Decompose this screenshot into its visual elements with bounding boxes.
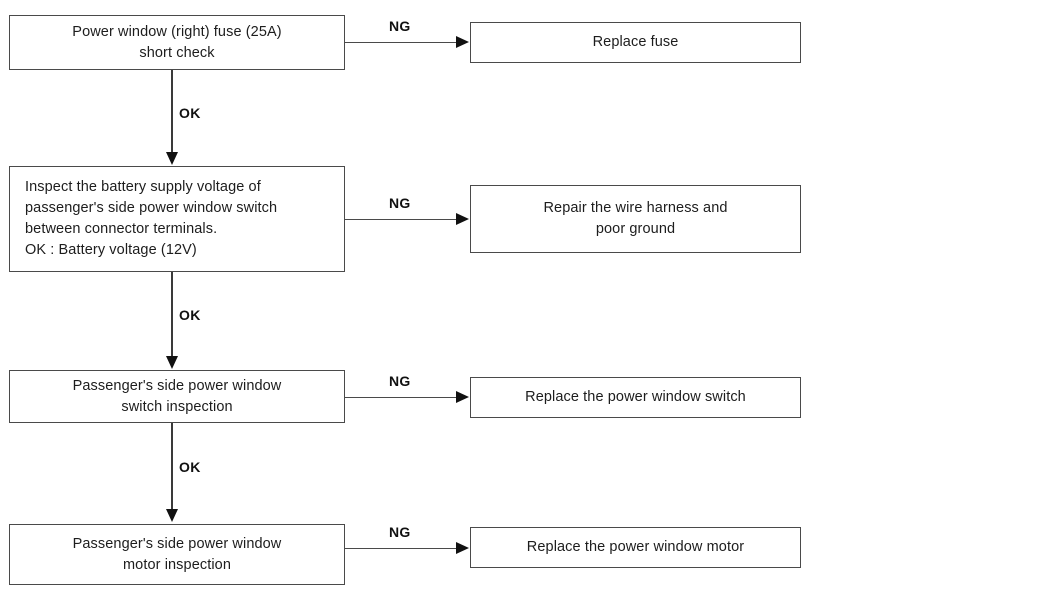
- flowchart-node-step-1[interactable]: Power window (right) fuse (25A) short ch…: [9, 15, 345, 70]
- arrowhead-ok-3-icon: [166, 509, 178, 522]
- node-label: Replace the power window motor: [526, 539, 745, 555]
- arrowhead-ok-1-icon: [166, 152, 178, 165]
- node-label: Inspect the battery supply voltage of pa…: [25, 179, 278, 258]
- connector-ng-2: [345, 219, 457, 220]
- flowchart-node-outcome-3[interactable]: Replace the power window switch: [470, 377, 801, 418]
- edge-label-ok-2: OK: [179, 307, 201, 323]
- arrowhead-ok-2-icon: [166, 356, 178, 369]
- arrowhead-ng-1-icon: [456, 36, 469, 48]
- edge-label-ng-3: NG: [389, 373, 411, 389]
- edge-label-ng-2: NG: [389, 195, 411, 211]
- arrowhead-ng-2-icon: [456, 213, 469, 225]
- node-label: Power window (right) fuse (25A) short ch…: [72, 23, 282, 61]
- flowchart-node-outcome-2[interactable]: Repair the wire harness and poor ground: [470, 185, 801, 253]
- connector-ok-1: [171, 70, 173, 154]
- flowchart-node-step-2[interactable]: Inspect the battery supply voltage of pa…: [9, 166, 345, 272]
- arrowhead-ng-3-icon: [456, 391, 469, 403]
- connector-ng-1: [345, 42, 457, 43]
- edge-label-ng-1: NG: [389, 18, 411, 34]
- flowchart-node-step-4[interactable]: Passenger's side power window motor insp…: [9, 524, 345, 585]
- node-label: Passenger's side power window switch ins…: [72, 377, 282, 415]
- node-label: Repair the wire harness and poor ground: [543, 200, 728, 237]
- connector-ng-3: [345, 397, 457, 398]
- connector-ok-3: [171, 423, 173, 511]
- node-label: Replace the power window switch: [525, 389, 746, 405]
- connector-ok-2: [171, 272, 173, 358]
- node-label: Replace fuse: [592, 34, 679, 50]
- connector-ng-4: [345, 548, 457, 549]
- edge-label-ok-3: OK: [179, 459, 201, 475]
- arrowhead-ng-4-icon: [456, 542, 469, 554]
- edge-label-ok-1: OK: [179, 105, 201, 121]
- flowchart-node-step-3[interactable]: Passenger's side power window switch ins…: [9, 370, 345, 423]
- flowchart-node-outcome-1[interactable]: Replace fuse: [470, 22, 801, 63]
- edge-label-ng-4: NG: [389, 524, 411, 540]
- node-label: Passenger's side power window motor insp…: [72, 535, 282, 573]
- flowchart-node-outcome-4[interactable]: Replace the power window motor: [470, 527, 801, 568]
